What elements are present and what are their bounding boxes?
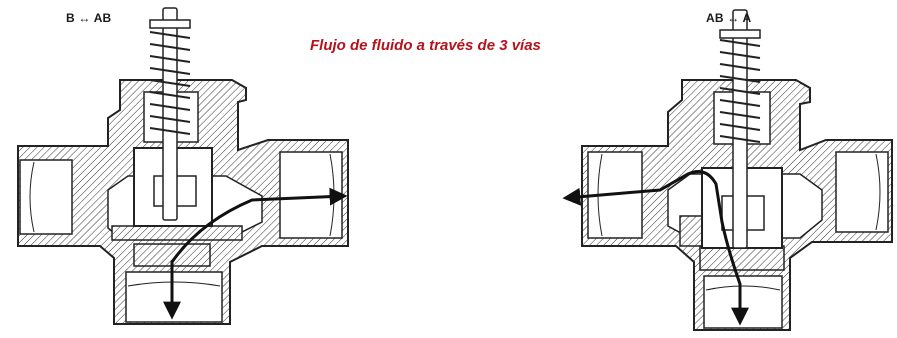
valve-left-spring — [149, 31, 191, 135]
valve-left-port-bottom — [125, 271, 223, 323]
valve-right-spring — [719, 39, 761, 143]
valve-left-flow-arrow — [163, 187, 348, 320]
valve-right-stem — [732, 9, 748, 249]
valve-left — [17, 7, 349, 325]
valve-right-port-right — [835, 151, 889, 233]
valve-left-port-left — [19, 159, 73, 235]
valve-right — [562, 9, 893, 331]
valve-left-seat — [111, 225, 243, 241]
valve-right-flow-arrow — [562, 170, 749, 326]
diagram-title: Flujo de fluido a través de 3 vías — [310, 37, 541, 54]
valve-left-label: B ↔ AB — [66, 11, 112, 25]
valve-right-label: AB ↔ A — [706, 11, 752, 25]
valve-left-stem — [162, 7, 178, 221]
valve-right-port-bottom — [703, 275, 783, 329]
